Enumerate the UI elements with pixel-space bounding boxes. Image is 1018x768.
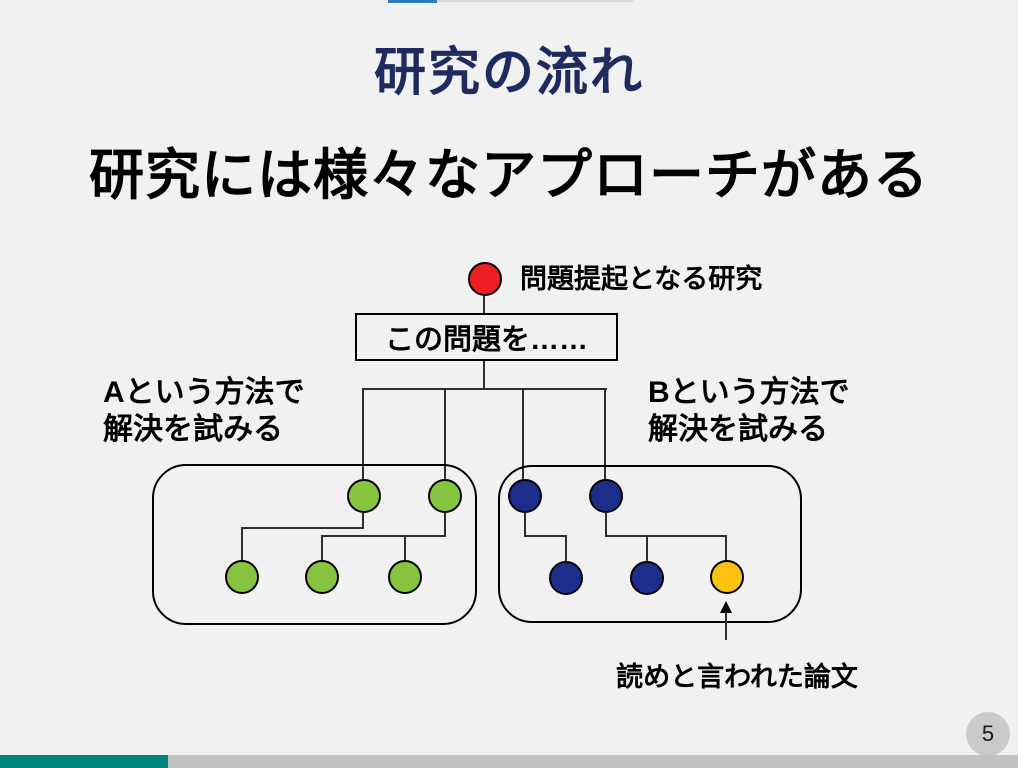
slide-subtitle: 研究には様々なアプローチがある: [88, 144, 929, 206]
branch-b-label-line1: Bという方法で: [648, 376, 850, 409]
connector-drop-b2: [604, 388, 606, 480]
page-number-badge: 5: [966, 712, 1010, 756]
arrow-shaft: [725, 612, 727, 640]
footer-teal-bar: [0, 755, 168, 768]
branch-a-label: Aという方法で 解決を試みる: [103, 374, 305, 448]
connector-b-top2-down: [605, 513, 607, 537]
top-gray-line-decoration: [437, 0, 633, 2]
connector-box-down: [483, 361, 485, 389]
connector-drop-a1: [362, 388, 364, 480]
branch-b-node-bottom2: [630, 561, 664, 595]
branch-b-node-top2: [589, 479, 623, 513]
connector-root-to-box: [483, 296, 485, 314]
connector-a-top2-down: [444, 513, 446, 537]
root-node-label: 問題提起となる研究: [520, 264, 763, 294]
connector-drop-b1: [522, 388, 524, 480]
connector-a-elbow2-v2: [404, 535, 406, 561]
branch-a-label-line2: 解決を試みる: [103, 413, 283, 446]
arrow-up-icon: [720, 601, 732, 613]
connector-a-elbow2-v1: [321, 535, 323, 561]
branch-b-label-line2: 解決を試みる: [648, 413, 828, 446]
branch-a-node-bottom1: [225, 560, 259, 594]
connector-drop-a2: [444, 388, 446, 480]
page-number: 5: [981, 721, 995, 746]
branch-a-node-bottom3: [388, 560, 422, 594]
connector-b-elbow1-v: [565, 535, 567, 562]
connector-b-top1-down: [524, 513, 526, 537]
branch-b-group-box: [498, 465, 802, 623]
branch-a-node-bottom2: [305, 560, 339, 594]
connector-a-elbow1-h: [241, 527, 364, 529]
problem-box-text: この問題を……: [384, 324, 588, 356]
connector-a-elbow2-h: [321, 535, 446, 537]
branch-a-node-top2: [428, 479, 462, 513]
branch-b-node-bottom1: [549, 561, 583, 595]
connector-b-elbow2-h: [605, 535, 727, 537]
top-blue-dash-decoration: [388, 0, 437, 3]
connector-split-bar: [362, 388, 607, 390]
connector-b-elbow2-v2: [725, 535, 727, 561]
connector-a-top1-down: [362, 513, 364, 529]
branch-b-node-top1: [508, 479, 542, 513]
branch-a-label-line1: Aという方法で: [103, 376, 305, 409]
footer-gray-bar: [168, 755, 1018, 768]
branch-b-label: Bという方法で 解決を試みる: [648, 374, 850, 448]
slide-title: 研究の流れ: [373, 44, 644, 102]
connector-a-elbow1-v: [241, 527, 243, 561]
branch-a-node-top1: [347, 479, 381, 513]
connector-b-elbow2-v1: [646, 535, 648, 562]
connector-b-elbow1-h: [524, 535, 567, 537]
root-problem-node: [468, 262, 502, 296]
highlighted-paper-node: [710, 560, 744, 594]
problem-box: この問題を……: [355, 313, 618, 361]
branch-a-group-box: [152, 464, 477, 625]
arrow-label: 読めと言われた論文: [616, 662, 858, 692]
